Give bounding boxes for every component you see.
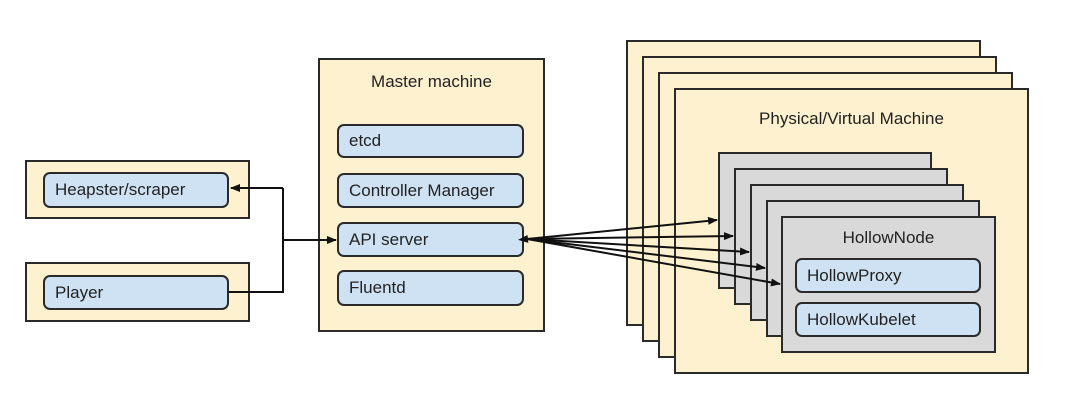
api-server-label: API server — [349, 229, 429, 249]
etcd-label: etcd — [349, 131, 382, 150]
api-to-node-5 — [526, 238, 781, 287]
api-server-component[interactable]: API server — [337, 222, 524, 257]
hollow-kubelet-label: HollowKubelet — [807, 309, 916, 329]
controller-manager-label: Controller Manager — [349, 180, 495, 200]
api-to-node-2 — [526, 232, 734, 241]
hollow-proxy-component[interactable]: HollowProxy — [795, 258, 981, 293]
physical-machine-title: Physical/Virtual Machine — [759, 109, 944, 128]
player-label: Player — [55, 282, 104, 302]
hollow-kubelet-component[interactable]: HollowKubelet — [795, 302, 981, 337]
api-to-node-1 — [518, 216, 718, 243]
etcd-component[interactable]: etcd — [337, 124, 524, 158]
controller-manager-component[interactable]: Controller Manager — [337, 173, 524, 208]
player-component[interactable]: Player — [43, 275, 229, 310]
hollow-proxy-label: HollowProxy — [807, 265, 902, 285]
api-to-node-4 — [526, 238, 766, 271]
master-machine-title: Master machine — [371, 72, 492, 91]
api-to-node-3 — [526, 238, 750, 256]
fluentd-label: Fluentd — [349, 278, 406, 297]
hollow-node-title: HollowNode — [842, 228, 935, 247]
heapster-scraper-component[interactable]: Heapster/scraper — [43, 172, 229, 208]
fluentd-component[interactable]: Fluentd — [337, 270, 524, 306]
heapster-label: Heapster/scraper — [55, 180, 186, 199]
player-link — [229, 188, 284, 293]
